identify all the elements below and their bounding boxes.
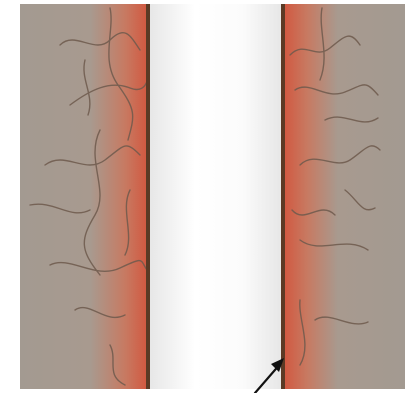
- right-tissue-region: [283, 4, 405, 389]
- right-wall: [281, 4, 285, 389]
- lumen-channel: [148, 4, 283, 389]
- left-wall: [146, 4, 150, 389]
